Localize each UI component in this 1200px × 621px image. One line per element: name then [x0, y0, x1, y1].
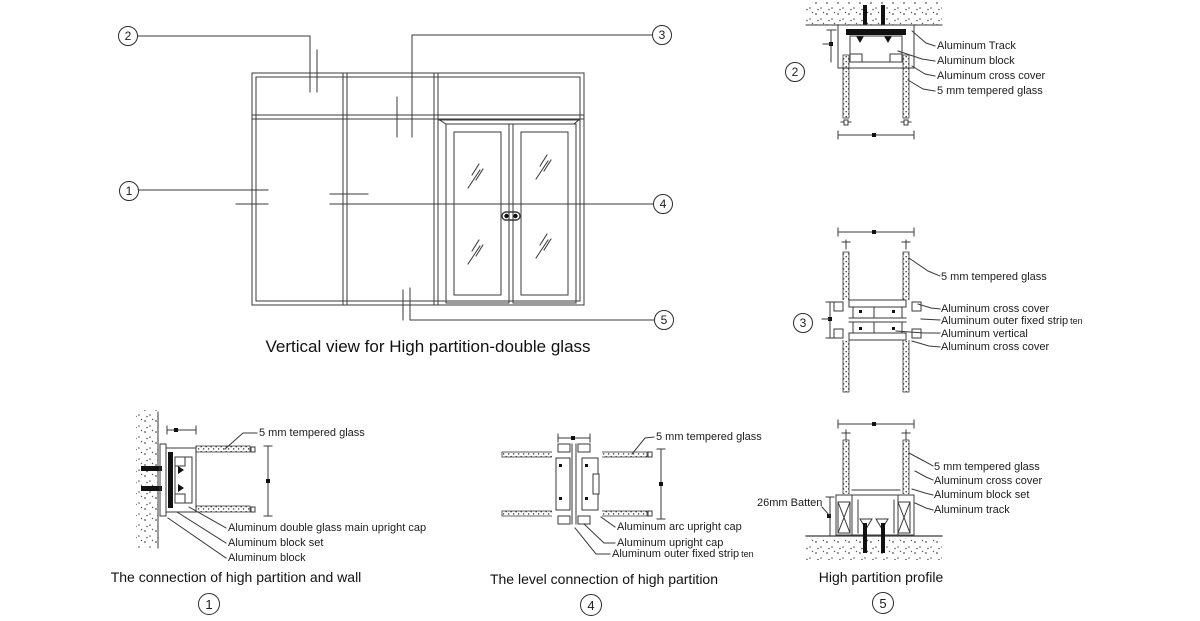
detail-3-label: Aluminum cross cover	[941, 341, 1050, 353]
callout-number: 1	[205, 596, 213, 612]
callout-number: 5	[879, 595, 887, 611]
detail-1-label: Aluminum block set	[228, 537, 324, 549]
callout-circle-5: 5	[654, 310, 674, 330]
detail-3-label: 5 mm tempered glass	[941, 271, 1047, 283]
detail-4-circle: 4	[580, 594, 602, 616]
detail-2-label: Aluminum cross cover	[937, 70, 1046, 82]
detail-5-drawing	[805, 419, 943, 560]
detail-3-label-text: Aluminum outer fixed strip	[941, 315, 1069, 327]
detail-2-label: Aluminum block	[937, 55, 1015, 67]
elevation-title: Vertical view for High partition-double …	[265, 337, 591, 356]
detail-5-label: Aluminum block set	[934, 489, 1030, 501]
detail-4-label-suffix: ten	[741, 549, 754, 559]
detail-4-label: Aluminum upright cap	[617, 537, 724, 549]
detail-5-label: Aluminum track	[934, 504, 1010, 516]
detail-1-circle: 1	[198, 593, 220, 615]
detail-4-label: 5 mm tempered glass	[656, 431, 762, 443]
callout-number: 2	[791, 65, 799, 79]
detail-5-label: Aluminum cross cover	[934, 475, 1043, 487]
detail-2-label: 5 mm tempered glass	[937, 85, 1043, 97]
callout-number: 4	[659, 197, 667, 211]
callout-number: 2	[124, 29, 132, 43]
detail-2-circle: 2	[785, 62, 805, 82]
detail-2-label: Aluminum Track	[937, 40, 1016, 52]
callout-leaders	[136, 34, 655, 321]
detail-5-caption: High partition profile	[818, 569, 944, 585]
detail-3-drawing	[821, 227, 941, 393]
callout-circle-3: 3	[652, 25, 672, 45]
door-handle	[501, 211, 521, 221]
elevation-drawing	[136, 34, 655, 321]
callout-circle-4: 4	[653, 194, 673, 214]
detail-5-circle: 5	[872, 592, 894, 614]
callout-circle-1: 1	[119, 181, 139, 201]
detail-3-label: Aluminum cross cover	[941, 303, 1050, 315]
detail-4-label: Aluminum arc upright cap	[617, 521, 742, 533]
detail-3-label-suffix: ten	[1070, 316, 1083, 326]
callout-number: 3	[658, 28, 666, 42]
callout-circle-2: 2	[118, 26, 138, 46]
detail-1-label: Aluminum double glass main upright cap	[228, 522, 427, 534]
detail-1-label: Aluminum block	[228, 552, 306, 564]
detail-1-label: 5 mm tempered glass	[259, 427, 365, 439]
detail-4-caption: The level connection of high partition	[489, 571, 719, 587]
callout-number: 1	[125, 184, 133, 198]
detail-5-label-batten: 26mm Batten	[757, 497, 823, 509]
detail-4-drawing	[501, 433, 666, 555]
callout-number: 3	[799, 316, 807, 330]
detail-1-caption: The connection of high partition and wal…	[110, 569, 362, 585]
detail-3-circle: 3	[793, 313, 813, 333]
glass-hatch-marks	[467, 154, 552, 265]
detail-2-drawing	[805, 2, 943, 140]
callout-number: 4	[587, 597, 595, 613]
detail-3-label: Aluminum vertical	[941, 328, 1028, 340]
detail-5-label: 5 mm tempered glass	[934, 461, 1040, 473]
callout-number: 5	[660, 313, 668, 327]
detail-4-label-text: Aluminum outer fixed strip	[612, 548, 740, 560]
detail-1-drawing	[136, 410, 273, 559]
